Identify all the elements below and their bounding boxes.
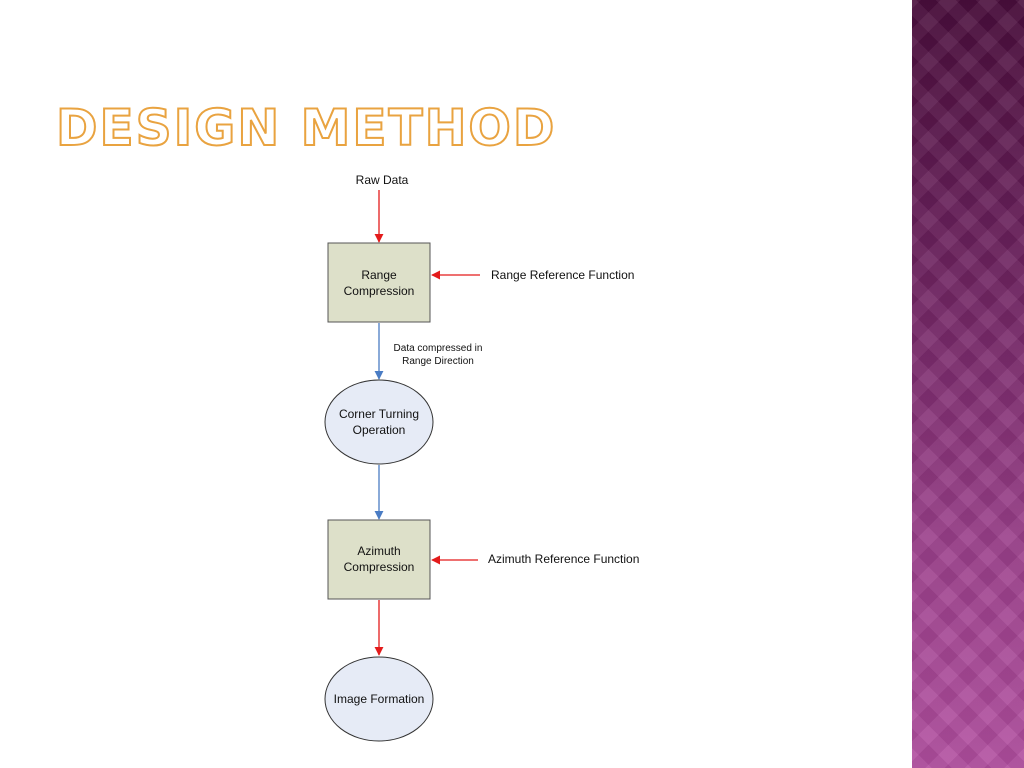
page-title: Design Method (55, 99, 557, 157)
corner-turning-label-2: Operation (353, 423, 406, 437)
range-compression-box (327, 242, 431, 323)
range-compression-label-1: Range (361, 268, 397, 282)
raw-data-label: Raw Data (356, 173, 409, 187)
azimuth-compression-box (327, 519, 431, 600)
edge-label-line-1: Data compressed in (394, 343, 483, 354)
range-reference-label: Range Reference Function (491, 268, 634, 282)
image-formation-label: Image Formation (334, 692, 425, 706)
corner-turning-label-1: Corner Turning (339, 407, 419, 421)
azimuth-compression-label-1: Azimuth (357, 544, 400, 558)
decorative-sidebar (912, 0, 1024, 768)
edge-label-line-2: Range Direction (402, 356, 474, 367)
corner-turning-ellipse (324, 379, 434, 465)
image-formation-ellipse (324, 656, 434, 742)
azimuth-reference-label: Azimuth Reference Function (488, 552, 639, 566)
range-compression-label-2: Compression (344, 284, 415, 298)
azimuth-compression-label-2: Compression (344, 560, 415, 574)
